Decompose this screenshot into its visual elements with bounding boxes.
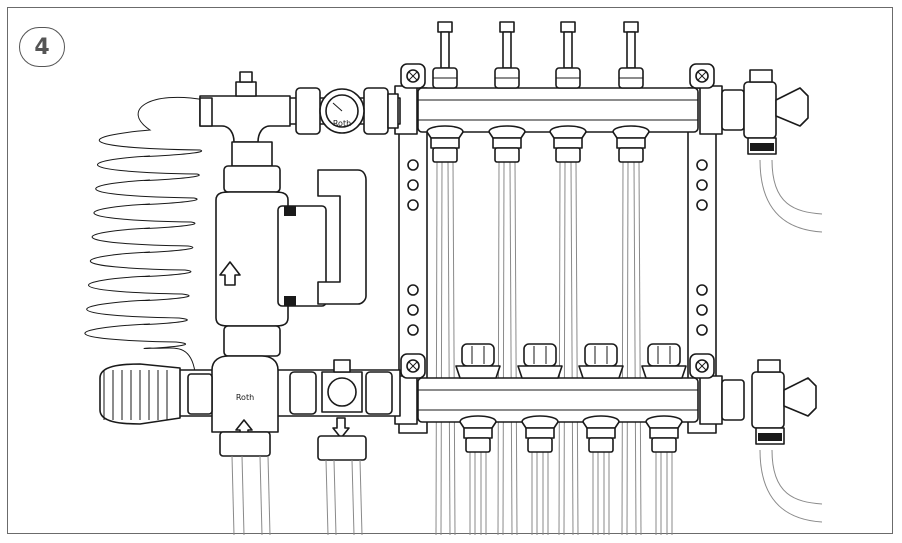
return-outlet (645, 415, 683, 453)
screw (689, 353, 715, 379)
side-pipes (759, 159, 823, 523)
flowmeter (432, 21, 458, 89)
mounting-hole (407, 284, 419, 296)
supply-outlet (549, 125, 587, 163)
valve-cap (517, 343, 563, 379)
screw (400, 353, 426, 379)
return-outlet (521, 415, 559, 453)
supply-outlet (426, 125, 464, 163)
supply-pipe-line (558, 161, 561, 536)
mounting-hole (407, 199, 419, 211)
valve-cap (641, 343, 687, 379)
supply-pipe-line (563, 161, 566, 536)
supply-pipe-line (570, 161, 574, 536)
flowmeter (618, 21, 644, 89)
top-end-valve (721, 69, 809, 155)
capillary-tube (84, 96, 206, 373)
mounting-hole (407, 324, 419, 336)
mounting-hole (407, 159, 419, 171)
supply-pipe-line (575, 161, 579, 536)
gauge-brand-label: Roth (333, 119, 351, 128)
supply-pipe-line (497, 161, 500, 536)
bracket-screws (400, 63, 715, 379)
circulation-pump (215, 141, 367, 357)
supply-pipe-line (435, 161, 438, 536)
supply-outlet (612, 125, 650, 163)
supply-manifold (394, 21, 723, 163)
supply-pipe-line (447, 161, 451, 536)
flowmeter (555, 21, 581, 89)
mixing-valve-assembly: Roth (99, 355, 401, 461)
supply-pipe-line (502, 161, 505, 536)
supply-pipes (435, 161, 642, 536)
supply-pipe-line (633, 161, 637, 536)
supply-pipe-line (514, 161, 518, 536)
step-number-badge: 4 (19, 27, 65, 67)
mounting-hole (696, 159, 708, 171)
mounting-hole (696, 304, 708, 316)
valve-brand-label: Roth (236, 393, 254, 402)
supply-pipe-line (626, 161, 629, 536)
supply-pipe-line (509, 161, 513, 536)
thermostatic-head (99, 363, 181, 425)
supply-pipe-line (638, 161, 642, 536)
temperature-gauge-icon: Roth (319, 88, 365, 134)
supply-outlet (488, 125, 526, 163)
return-manifold (394, 343, 723, 453)
supply-pipe-line (440, 161, 443, 536)
supply-pipe-line (452, 161, 456, 536)
mounting-hole (696, 179, 708, 191)
return-outlet (582, 415, 620, 453)
mounting-hole (407, 179, 419, 191)
mounting-hole (696, 324, 708, 336)
screw (689, 63, 715, 89)
mounting-hole (696, 284, 708, 296)
mounting-hole (696, 199, 708, 211)
flow-arrow-down-icon (332, 417, 350, 439)
return-outlet (459, 415, 497, 453)
supply-connection: Roth (199, 71, 401, 143)
screw (400, 63, 426, 89)
valve-cap (455, 343, 501, 379)
return-pipes (469, 452, 673, 535)
bottom-end-valve (721, 359, 817, 445)
mounting-hole (407, 304, 419, 316)
supply-pipe-line (621, 161, 624, 536)
flowmeter (494, 21, 520, 89)
flow-arrow-up-icon (219, 261, 241, 286)
valve-cap (578, 343, 624, 379)
lower-connection-pipes (231, 455, 363, 536)
